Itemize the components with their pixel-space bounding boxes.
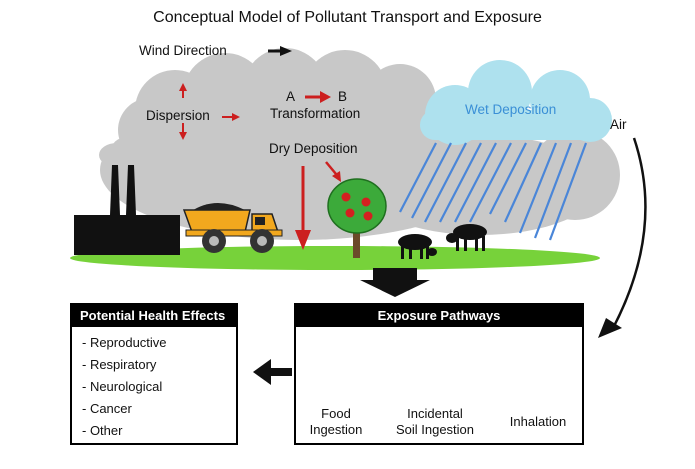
- dry-deposition-label: Dry Deposition: [269, 141, 358, 156]
- ground: [70, 246, 600, 270]
- page-title: Conceptual Model of Pollutant Transport …: [153, 9, 542, 26]
- tree-icon: [327, 178, 387, 258]
- dispersion-arrows: [179, 83, 240, 140]
- health-effects-title: Potential Health Effects: [72, 305, 236, 327]
- health-effect-item: - Respiratory: [82, 357, 157, 372]
- health-effect-item: - Other: [82, 423, 123, 438]
- dispersion-label: Dispersion: [146, 108, 210, 123]
- cow-icon: [446, 224, 487, 251]
- air-arrow: [598, 137, 647, 338]
- exposure-to-health-arrow: [253, 359, 292, 385]
- pathway-label: Inhalation: [509, 414, 567, 429]
- deposition-to-tree-arrow: [325, 161, 341, 182]
- wet-deposition-label: Wet Deposition: [465, 102, 557, 117]
- factory-icon: [74, 165, 180, 255]
- cow-icon: [398, 234, 437, 259]
- health-effect-item: - Reproductive: [82, 335, 167, 350]
- health-effects-box: Potential Health Effects - Reproductive …: [70, 303, 238, 445]
- transformation-label: Transformation: [270, 106, 361, 121]
- dump-truck-icon: [182, 202, 283, 253]
- pathway-label: Soil Ingestion: [395, 422, 475, 437]
- smoke-plume: [99, 136, 152, 167]
- health-effect-item: - Cancer: [82, 401, 132, 416]
- health-effect-item: - Neurological: [82, 379, 163, 394]
- rain-cloud: [420, 60, 612, 145]
- pathway-label: Ingestion: [309, 422, 363, 437]
- wind-arrow: [268, 46, 292, 56]
- pathway-inhalation: Inhalation: [500, 414, 576, 430]
- health-effects-list: - Reproductive - Respiratory - Neurologi…: [72, 327, 236, 442]
- pathway-label: Incidental: [407, 406, 463, 421]
- pathway-label: Food: [321, 406, 351, 421]
- ground-to-pathways-arrow: [360, 268, 430, 297]
- transformation-arrow: [305, 91, 331, 103]
- transformation-b-label: B: [338, 89, 348, 104]
- transformation-a-label: A: [286, 89, 296, 104]
- wind-direction-label: Wind Direction: [139, 43, 227, 58]
- pathway-food-ingestion: Food Ingestion: [300, 406, 372, 438]
- exposure-pathways-title: Exposure Pathways: [296, 305, 582, 327]
- pathway-soil-ingestion: Incidental Soil Ingestion: [390, 406, 480, 438]
- dry-deposition-arrow: [295, 166, 311, 250]
- rain-streaks: [399, 142, 588, 241]
- exposure-pathways-box: Exposure Pathways: [294, 303, 584, 445]
- air-label: Air: [610, 117, 627, 132]
